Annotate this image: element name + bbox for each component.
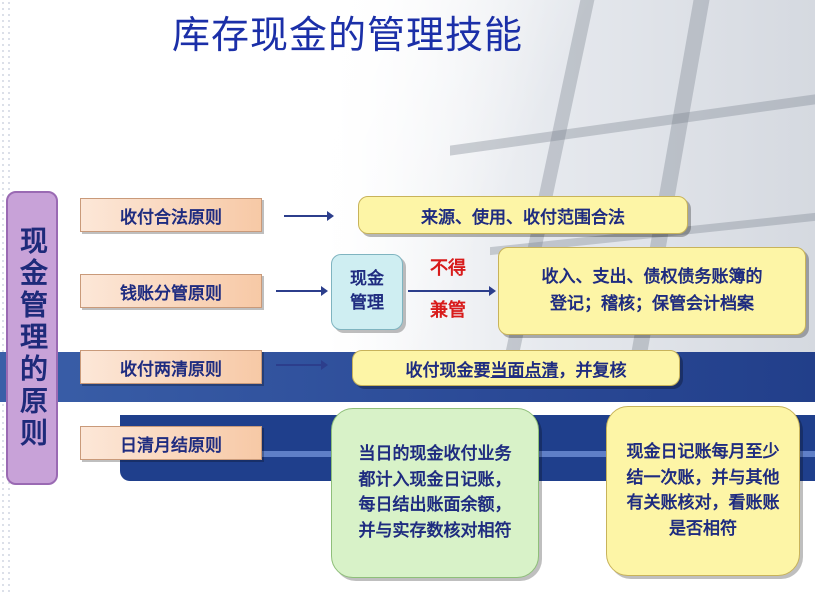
daily-close-box: 当日的现金收付业务 都计入现金日记账， 每日结出账面余额， 并与实存数核对相符	[331, 408, 539, 578]
arrow-row1	[284, 211, 334, 221]
row1-box: 来源、使用、收付范围合法	[358, 196, 688, 234]
page-title: 库存现金的管理技能	[172, 13, 524, 57]
row2-box: 收入、支出、债权债务账簿的 登记；稽核；保管会计档案	[498, 247, 806, 335]
arrow-row3	[276, 360, 328, 370]
cash-management-box: 现金 管理	[331, 254, 403, 330]
rule-legal-receipt-payment: 收付合法原则	[80, 198, 262, 232]
monthly-close-box: 现金日记账每月至少 结一次账，并与其他 有关账核对，看账账 是否相符	[606, 406, 800, 576]
concurrent-text: 兼管	[430, 300, 466, 321]
not-allowed-text: 不得	[430, 258, 466, 279]
principle-label-box: 现金管理的原则	[6, 191, 58, 485]
arrow-row2a	[276, 286, 328, 296]
row3-box: 收付现金要当面点清，并复核	[352, 350, 680, 386]
principle-label: 现金管理的原则	[16, 226, 49, 450]
rule-settle-clear: 收付两清原则	[80, 350, 262, 384]
arrow-row2b	[408, 286, 496, 296]
rule-separation-cash-accounts: 钱账分管原则	[80, 274, 262, 308]
rule-daily-monthly-close: 日清月结原则	[80, 426, 262, 460]
